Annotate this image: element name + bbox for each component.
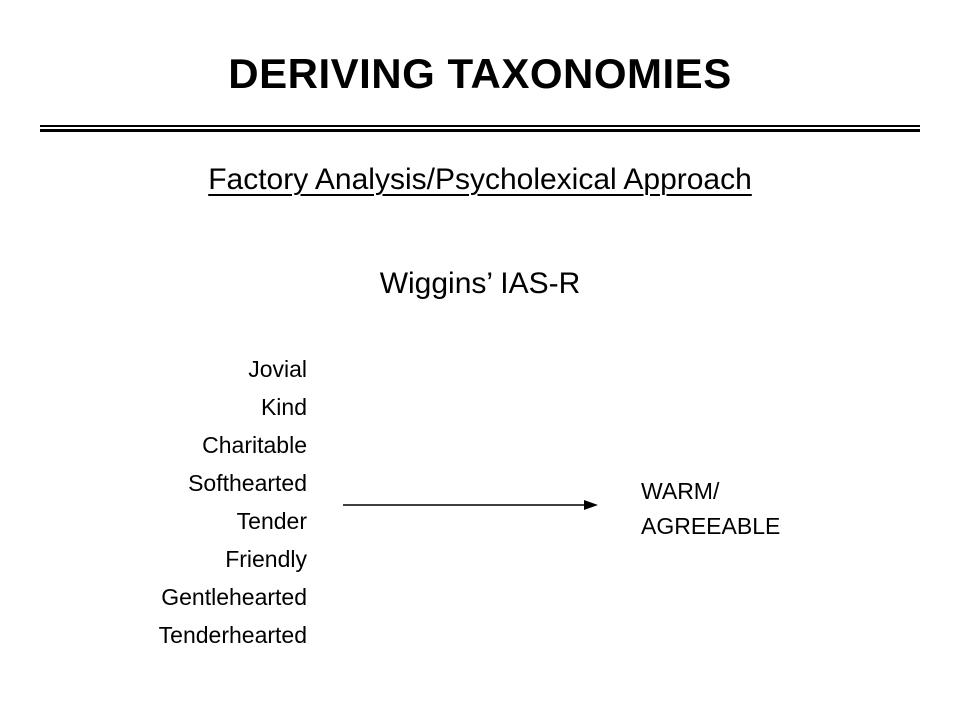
adjective-item: Kind: [260, 394, 307, 420]
title-divider-bottom: [40, 129, 920, 132]
adjective-item: Jovial: [248, 356, 307, 382]
adjective-item: Tender: [236, 508, 307, 534]
adjective-item: Charitable: [202, 432, 307, 458]
slide-subtitle: Factory Analysis/Psycholexical Approach: [0, 161, 960, 199]
adjective-item: Gentlehearted: [161, 584, 307, 610]
right-arrow-icon: [343, 500, 598, 510]
subtitle-text: Factory Analysis/Psycholexical Approach: [208, 163, 752, 196]
factor-label: WARM/ AGREEABLE: [641, 474, 780, 544]
adjective-item: Friendly: [225, 546, 307, 572]
adjective-list: Jovial Kind Charitable Softhearted Tende…: [60, 350, 307, 654]
slide-title: DERIVING TAXONOMIES: [228, 50, 732, 97]
adjective-item: Softhearted: [188, 470, 307, 496]
title-divider-top: [40, 125, 920, 127]
factor-label-line-2: AGREEABLE: [641, 513, 781, 539]
adjective-item: Tenderhearted: [158, 622, 307, 648]
section-heading: Wiggins’ IAS-R: [379, 267, 581, 300]
factor-label-line-1: WARM/: [641, 478, 720, 504]
